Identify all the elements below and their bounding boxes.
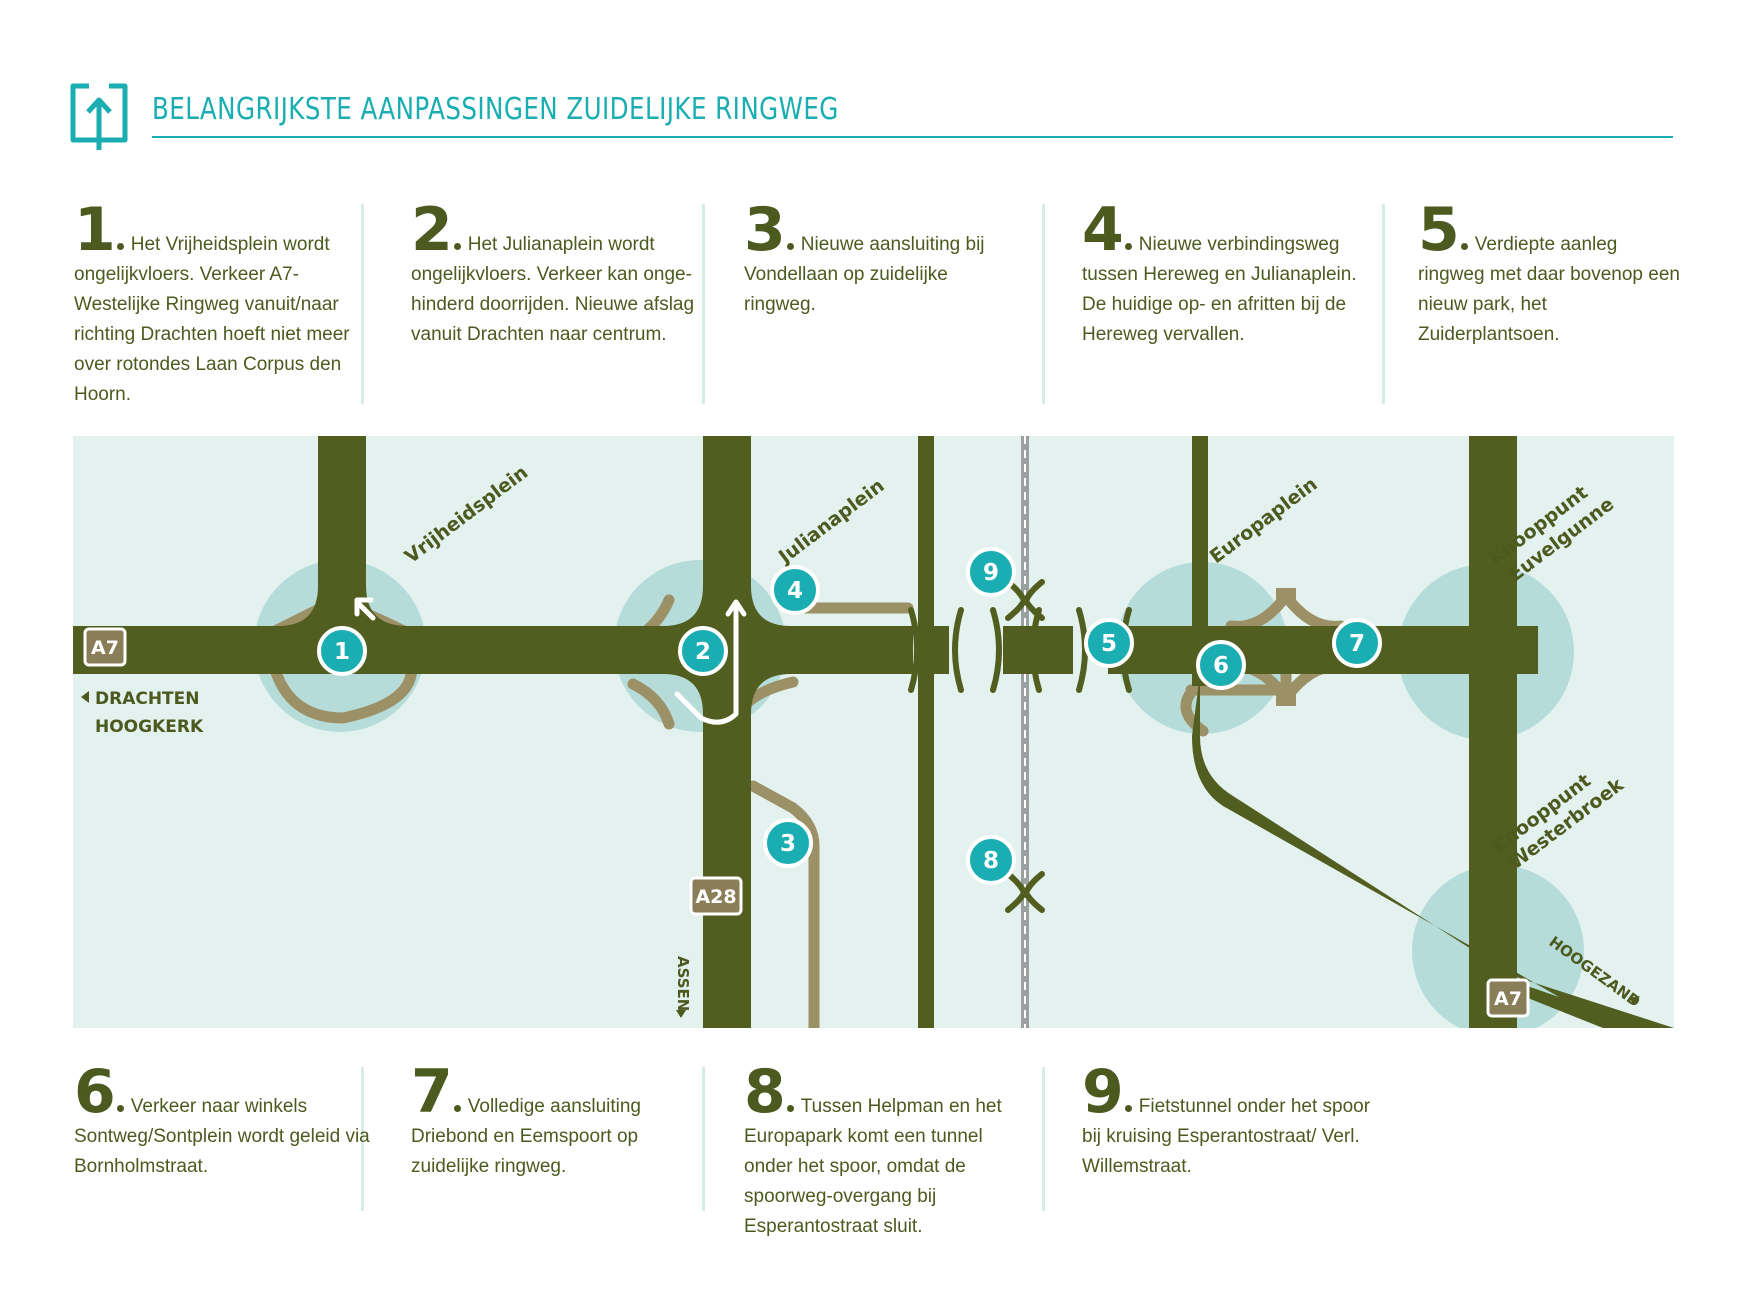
u-turn-arrow-icon: [725, 599, 747, 617]
shield-label-a28: A28: [695, 886, 736, 908]
note-number: 6: [74, 1057, 116, 1127]
a28-road: [703, 436, 751, 1028]
column-separator: [702, 204, 705, 404]
note-text: Volledige aansluiting Driebond en Eemspo…: [411, 1096, 641, 1177]
direction-arrow-icon: [676, 1010, 686, 1018]
svg-text:2: 2: [695, 639, 711, 665]
ramp: [265, 648, 418, 724]
svg-text:3: 3: [780, 831, 796, 857]
shield-label-a7-east: A7: [1494, 988, 1522, 1010]
svg-text:9: 9: [983, 560, 999, 586]
marker-9: 9: [966, 547, 1016, 597]
road-shield: A7: [1486, 978, 1530, 1018]
svg-text:7: 7: [1349, 631, 1365, 657]
note-text: Verkeer naar winkels Sontweg/Sontplein w…: [74, 1096, 370, 1177]
direction-arrow-icon: [1629, 996, 1640, 1005]
road-julianaplein-curves: [663, 586, 791, 626]
note-number: 7: [411, 1057, 453, 1127]
column-separator: [1042, 204, 1045, 404]
note-number: 3: [744, 195, 786, 265]
title-divider: [152, 136, 1673, 138]
marker-7: 7: [1332, 618, 1382, 668]
direction-arrow-icon: [81, 691, 89, 703]
marker-8: 8: [966, 835, 1016, 885]
u-turn-arrow-icon: [674, 601, 739, 725]
note-text: Nieuwe aansluiting bij Vondellaan op zui…: [744, 234, 985, 315]
road-shield: A28: [689, 876, 743, 916]
ramp: [1276, 588, 1296, 600]
ramp: [1276, 694, 1296, 706]
direction-label-hoogkerk: HOOGKERK: [95, 717, 204, 737]
svg-text:5: 5: [1101, 631, 1117, 657]
svg-text:1: 1: [334, 639, 350, 665]
shield-label-a7-west: A7: [91, 637, 119, 659]
road-julianaplein-curves: [663, 674, 791, 714]
tunnel-bracket: [908, 607, 920, 693]
europaplein-road: [1192, 436, 1208, 686]
road-vrijheidsplein-curves: [278, 586, 408, 626]
a7-ring-road: [73, 626, 913, 674]
column-separator: [702, 1067, 705, 1211]
svg-text:8: 8: [983, 848, 999, 874]
note-number: 5: [1418, 195, 1460, 265]
a7-south-east: [1469, 916, 1648, 1028]
ringweg-map: A7 A28 A7 Vrijheidsplein Julianaplein Eu…: [73, 436, 1674, 1042]
note-text: Verdiepte aanleg ringweg met daar boveno…: [1418, 234, 1680, 345]
svg-text:4: 4: [787, 578, 803, 604]
arrow-icon: [356, 601, 376, 621]
column-separator: [361, 1067, 364, 1211]
tunnel-bracket: [1005, 889, 1045, 913]
marker-4: 4: [770, 565, 820, 615]
note-text: Het Julianaplein wordt ongelijkvloers. V…: [411, 234, 695, 345]
note-text: Fietstunnel onder het spoor bij kruising…: [1082, 1096, 1371, 1177]
note-text: Het Vrijheidsplein wordt ongelijkvloers.…: [74, 234, 350, 405]
arrow-icon: [354, 597, 374, 617]
note-text: Tussen Helpman en het Europapark komt ee…: [744, 1096, 1002, 1237]
page-title: BELANGRIJKSTE AANPASSINGEN ZUIDELIJKE RI…: [152, 92, 839, 127]
column-separator: [361, 204, 364, 404]
tunnel-bracket: [952, 607, 964, 693]
note-number: 2: [411, 195, 453, 265]
marker-2: 2: [678, 626, 728, 676]
tunnel-bracket: [990, 607, 1002, 693]
road-shield: A7: [83, 627, 127, 667]
note-number: 8: [744, 1057, 786, 1127]
note-text: Nieuwe verbindingsweg tussen Hereweg en …: [1082, 234, 1357, 345]
column-separator: [1382, 204, 1385, 404]
marker-5: 5: [1084, 618, 1134, 668]
vondellaan-road: [747, 780, 820, 1042]
a7-north-south: [1469, 436, 1517, 1028]
column-separator: [1042, 1067, 1045, 1211]
note-number: 4: [1082, 195, 1124, 265]
direction-label-assen: ASSEN: [674, 956, 692, 1011]
svg-text:6: 6: [1213, 653, 1229, 679]
upload-arrow-icon: [70, 83, 128, 150]
note-number: 1: [74, 195, 116, 265]
tunnel-bracket: [1005, 597, 1045, 621]
hereweg-road: [918, 436, 934, 1028]
marker-3: 3: [763, 818, 813, 868]
marker-6: 6: [1196, 640, 1246, 690]
ring-road-east: [1108, 626, 1538, 674]
ramp: [627, 678, 675, 730]
note-number: 9: [1082, 1057, 1124, 1127]
marker-1: 1: [317, 626, 367, 676]
direction-label-drachten: DRACHTEN: [95, 689, 200, 709]
